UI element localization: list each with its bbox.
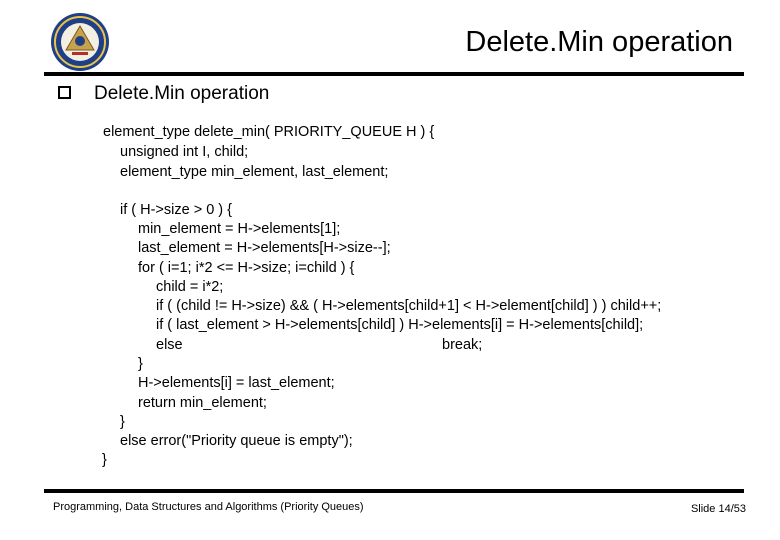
code-line: unsigned int I, child;	[120, 144, 249, 160]
footer-divider	[44, 489, 744, 493]
code-line: break;	[442, 337, 483, 353]
code-line: H->elements[i] = last_element;	[138, 375, 335, 391]
slide-number: Slide 14/53	[690, 503, 746, 515]
code-line: min_element = H->elements[1];	[138, 221, 341, 237]
code-line: if ( (child != H->size) && ( H->elements…	[156, 298, 662, 314]
code-line: }	[138, 356, 143, 372]
code-line: }	[120, 414, 125, 430]
code-line: for ( i=1; i*2 <= H->size; i=child ) {	[138, 260, 355, 276]
code-line: if ( last_element > H->elements[child] )…	[156, 317, 644, 333]
code-line: element_type min_element, last_element;	[120, 164, 389, 180]
university-seal-logo	[51, 13, 109, 71]
code-line: child = i*2;	[156, 279, 224, 295]
square-bullet-icon	[58, 86, 71, 99]
footer-course-title: Programming, Data Structures and Algorit…	[53, 501, 364, 513]
slide-title: Delete.Min operation	[465, 26, 733, 58]
code-line: else	[156, 337, 183, 353]
code-line: return min_element;	[138, 395, 267, 411]
code-line: last_element = H->elements[H->size--];	[138, 240, 391, 256]
bullet-heading: Delete.Min operation	[94, 83, 270, 104]
code-line: else error("Priority queue is empty");	[120, 433, 353, 449]
code-line: if ( H->size > 0 ) {	[120, 202, 233, 218]
header-divider	[44, 72, 744, 76]
code-line: }	[102, 452, 107, 468]
code-line: element_type delete_min( PRIORITY_QUEUE …	[103, 124, 435, 140]
